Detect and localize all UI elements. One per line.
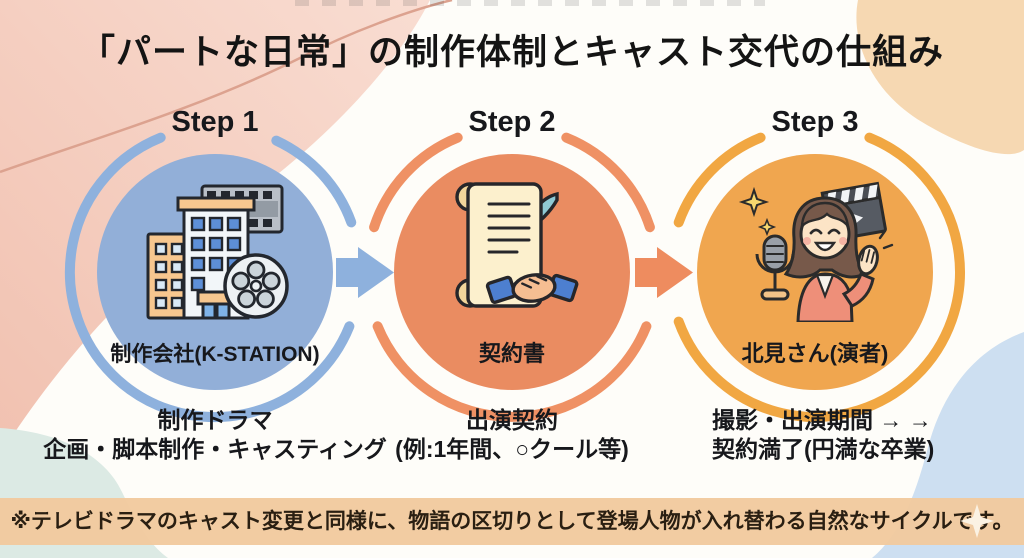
step2-label: Step 2 — [468, 106, 556, 138]
footnote-text: ※テレビドラマのキャスト変更と同様に、物語の区切りとして登場人物が入れ替わる自然… — [10, 510, 1014, 533]
step1-circle-label: 制作会社(K-STATION) — [110, 343, 320, 366]
step1-desc-line1: 制作ドラマ — [157, 407, 273, 433]
step2-description: 出演契約 (例:1年間、○クール等) — [332, 406, 692, 465]
actress-icon — [736, 172, 894, 327]
contract-icon — [433, 172, 591, 327]
step1-ring — [64, 132, 357, 423]
cropped-text-artifact — [295, 0, 765, 6]
step2-desc-line1: 出演契約 — [466, 407, 558, 433]
production-company-icon — [136, 172, 294, 327]
step3-ring — [673, 132, 965, 422]
peach-blob — [856, 0, 1024, 155]
step1-description: 制作ドラマ 企画・脚本制作・キャスティング — [35, 406, 395, 465]
step1-circle: 制作会社(K-STATION) — [97, 154, 333, 390]
step1-desc-line2: 企画・脚本制作・キャスティング — [43, 436, 387, 463]
footnote-bar: ※テレビドラマのキャスト変更と同様に、物語の区切りとして登場人物が入れ替わる自然… — [0, 498, 1024, 545]
sparkle-icon — [960, 504, 994, 543]
step3-label: Step 3 — [771, 106, 859, 138]
arrow-step1-to-step2 — [336, 247, 394, 298]
step3-desc-line1: 撮影・出演期間 → → — [712, 407, 932, 433]
step2-ring — [369, 132, 655, 422]
step3-description: 撮影・出演期間 → → 契約満了(円満な卒業) — [712, 406, 1012, 465]
step2-circle-label: 契約書 — [478, 341, 545, 366]
step3-circle: 北見さん(演者) — [697, 154, 933, 390]
arrow-step2-to-step3 — [635, 247, 693, 298]
step2-desc-line2: (例:1年間、○クール等) — [395, 436, 629, 463]
page-title: 「パートな日常」の制作体制とキャスト交代の仕組み — [79, 33, 944, 72]
step3-desc-line2: 契約満了(円満な卒業) — [712, 436, 935, 463]
pink-blob — [0, 0, 430, 455]
step2-circle: 契約書 — [394, 154, 630, 390]
step3-circle-label: 北見さん(演者) — [741, 341, 889, 366]
step1-label: Step 1 — [171, 106, 259, 138]
pink-curve-line — [0, 0, 453, 174]
